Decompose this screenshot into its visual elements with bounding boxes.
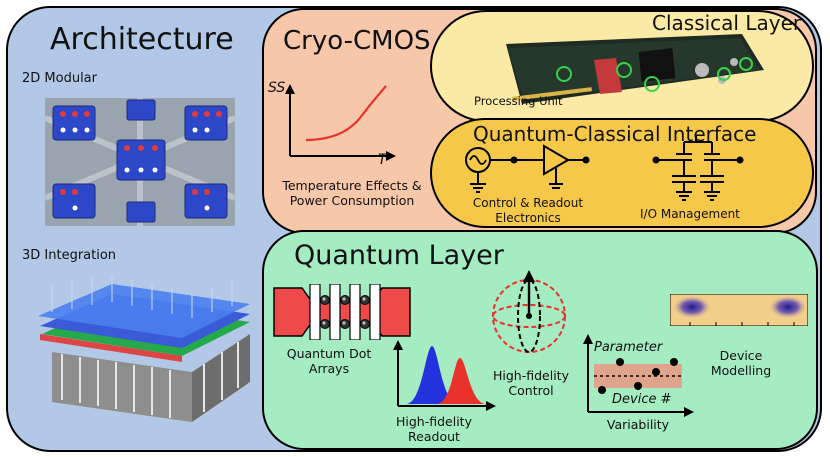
variability-x-label: Device # (612, 392, 672, 407)
readout-histogram-plot (393, 340, 496, 411)
processing-unit-label: Processing Unit (474, 94, 563, 108)
quantum-dot-array-icon (273, 284, 411, 340)
device-modelling-line1: Device (719, 348, 763, 363)
plot-x-label: T (378, 152, 387, 168)
control-readout-line1: Control & Readout (472, 196, 584, 210)
quantum-dot-label: Quantum Dot Arrays (281, 346, 377, 376)
device-modelling-line2: Modelling (710, 363, 772, 378)
cryo-caption: Temperature Effects & Power Consumption (272, 178, 432, 208)
io-management-circuit-icon (652, 136, 744, 201)
processing-unit-board-image (506, 34, 764, 104)
control-readout-label: Control & Readout Electronics (462, 196, 594, 226)
control-line2: Control (508, 383, 554, 398)
plot-y-label: SS (268, 80, 286, 96)
control-line1: High-fidelity (493, 368, 569, 383)
modular-label: 2D Modular (22, 71, 97, 86)
variability-label: Variability (606, 417, 670, 432)
quantum-layer-panel (262, 230, 818, 450)
ss-vs-temperature-plot (285, 84, 396, 161)
readout-label: High-fidelity Readout (386, 414, 482, 444)
modular-chip-image (45, 98, 235, 226)
cryo-caption-line1: Temperature Effects & (282, 178, 422, 193)
bloch-sphere-icon (492, 270, 566, 353)
integration-label: 3D Integration (22, 248, 117, 263)
control-readout-circuit-icon (465, 144, 590, 193)
variability-y-label: Parameter (594, 340, 663, 355)
control-readout-line2: Electronics (495, 211, 561, 225)
device-modelling-image (670, 294, 808, 326)
control-label: High-fidelity Control (483, 368, 579, 398)
quantum-classical-interface-panel (430, 118, 814, 228)
cryo-caption-line2: Power Consumption (289, 193, 415, 208)
quantum-dot-line2: Arrays (308, 361, 350, 376)
quantum-layer-title: Quantum Layer (294, 240, 504, 271)
readout-line2: Readout (408, 429, 460, 444)
classical-layer-title: Classical Layer (652, 11, 802, 35)
device-modelling-label: Device Modelling (693, 348, 789, 378)
readout-line1: High-fidelity (396, 414, 472, 429)
cryo-cmos-title: Cryo-CMOS (283, 26, 431, 56)
architecture-title: Architecture (50, 22, 234, 57)
io-management-label: I/O Management (640, 207, 740, 221)
quantum-dot-line1: Quantum Dot (286, 346, 372, 361)
variability-plot (583, 334, 694, 417)
integration-stack-image (38, 276, 250, 422)
